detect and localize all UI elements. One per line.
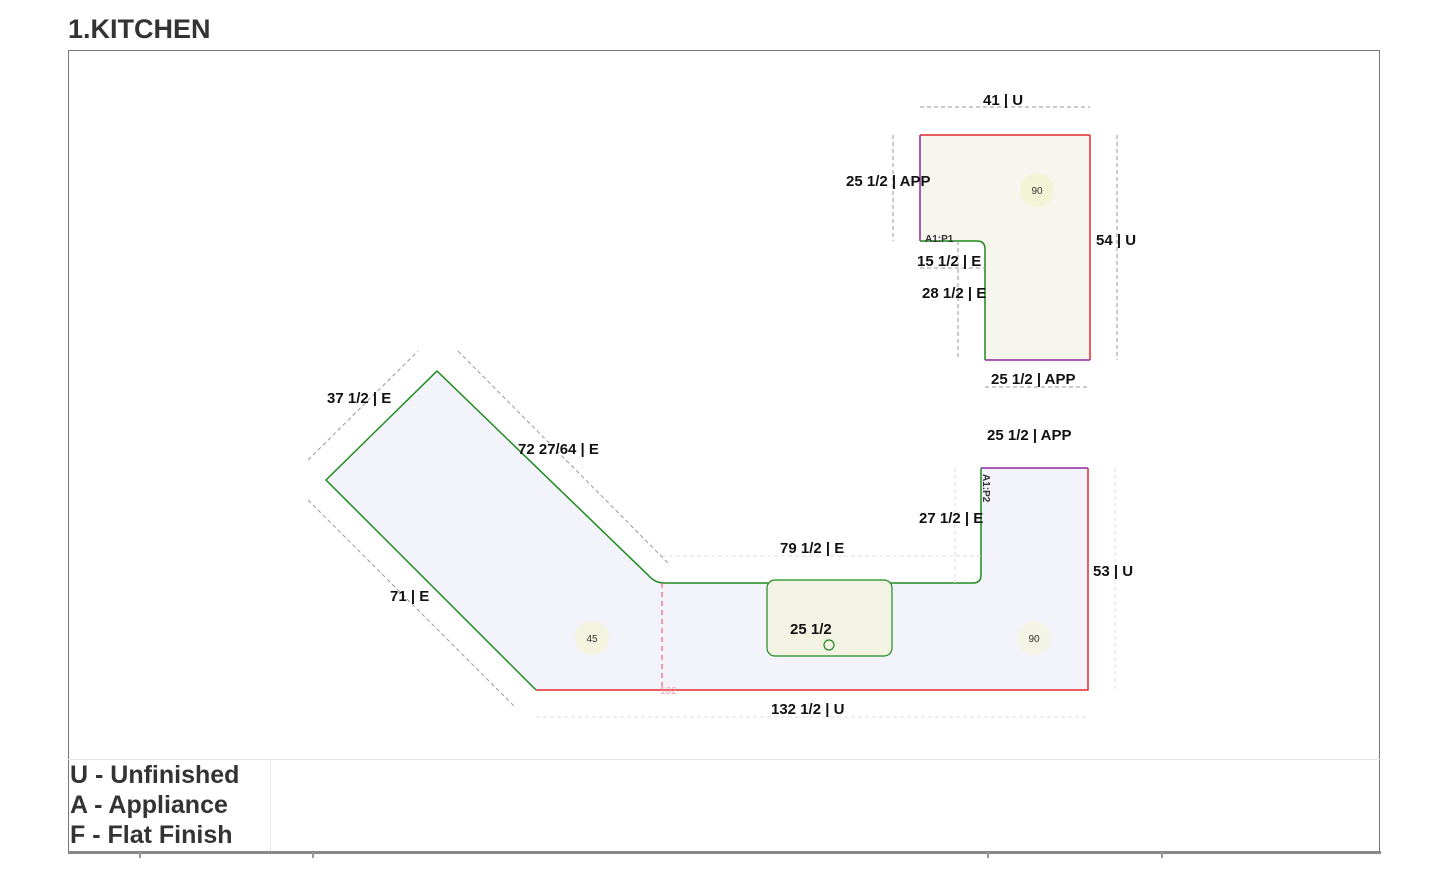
dim-back: 79 1/2 | E [780, 540, 844, 557]
dim-notch-v: 28 1/2 | E [922, 285, 986, 302]
legend-item: F - Flat Finish [70, 821, 233, 849]
dim-return: 27 1/2 | E [919, 510, 983, 527]
legend-item: A - Appliance [70, 791, 228, 819]
dim-bottom: 25 1/2 | APP [991, 371, 1076, 388]
angle-label: 90 [1028, 634, 1040, 645]
sink-cutout[interactable] [766, 579, 893, 657]
legend-row: U - Unfinished A - Appliance F - Flat Fi… [68, 759, 1381, 853]
dimension-line [307, 499, 517, 709]
edge-finished [920, 240, 986, 360]
piece-2[interactable]: 102 25 1/2 45 90 A1:P2 25 1/2 | APP 37 1… [307, 350, 1133, 718]
dim-top-right: 25 1/2 | APP [987, 427, 1072, 444]
dim-right: 53 | U [1093, 563, 1133, 580]
sink-dim: 25 1/2 [790, 621, 832, 638]
dim-diag-short: 37 1/2 | E [327, 390, 391, 407]
piece-id: A1:P2 [980, 474, 991, 503]
edge-legend: U - Unfinished A - Appliance F - Flat Fi… [68, 760, 271, 853]
piece-1[interactable]: 90 A1:P1 41 | U 25 1/2 | APP 54 | U 15 1… [846, 92, 1136, 388]
column-divider [987, 852, 989, 858]
dim-diag-long: 72 27/64 | E [518, 441, 599, 458]
dimension-line [307, 350, 419, 461]
piece-2-surface[interactable] [326, 371, 1088, 690]
dim-left: 25 1/2 | APP [846, 173, 931, 190]
seam-label: 102 [660, 686, 677, 697]
edge-finished [324, 369, 982, 691]
piece-1-surface[interactable] [920, 135, 1090, 360]
column-divider [312, 852, 314, 858]
column-divider [1161, 852, 1163, 858]
table-divider [68, 851, 1381, 854]
legend-item: U - Unfinished [70, 761, 240, 789]
piece-id: A1:P1 [925, 234, 954, 245]
section-title: 1.KITCHEN [68, 14, 211, 44]
angle-marker [1020, 173, 1054, 207]
dim-notch-h: 15 1/2 | E [917, 253, 981, 270]
dimension-line [457, 350, 669, 564]
angle-label: 90 [1031, 186, 1043, 197]
angle-marker [575, 621, 609, 655]
dim-right: 54 | U [1096, 232, 1136, 249]
drawing-frame [68, 50, 1380, 852]
angle-marker [1017, 621, 1051, 655]
faucet-hole-icon [823, 639, 835, 651]
edge-unfinished [536, 468, 1089, 691]
column-divider [139, 852, 141, 858]
dim-front: 132 1/2 | U [771, 701, 844, 718]
dim-diag-front: 71 | E [390, 588, 429, 605]
angle-label: 45 [586, 634, 598, 645]
dim-top: 41 | U [983, 92, 1023, 109]
